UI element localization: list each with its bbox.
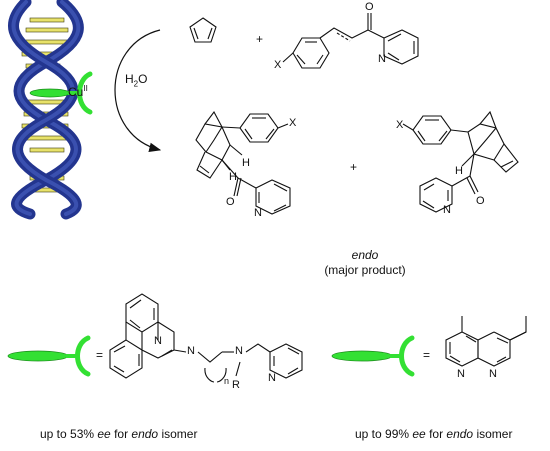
product2-O: O: [476, 195, 485, 207]
reactant-X: X: [274, 59, 282, 71]
reaction-arrow: [114, 29, 162, 153]
right-equals: =: [423, 348, 431, 362]
right-caption-endo: endo: [446, 427, 474, 441]
R-group: R: [232, 379, 240, 391]
left-caption-endo: endo: [131, 427, 159, 441]
endo-label: endo: [351, 248, 379, 262]
product2-N: N: [443, 204, 451, 216]
plus-products: +: [350, 160, 358, 174]
right-caption-mid: for: [425, 427, 447, 441]
solvent-subscript: 2: [133, 79, 139, 89]
major-product-label: (major product): [324, 263, 406, 277]
product1-H2: H: [229, 171, 237, 183]
plus-reactants: +: [256, 32, 264, 46]
bipyridine-ligand: [445, 316, 527, 367]
enone-reactant: [282, 13, 419, 69]
left-caption-mid: for: [110, 427, 132, 441]
product2-X: X: [396, 119, 404, 131]
bipyridine-N-right: N: [489, 368, 497, 380]
right-caption-suffix: isomer: [473, 427, 513, 441]
ligand-right-symbol: [331, 335, 415, 377]
copper-symbol: Cu: [68, 85, 84, 99]
acridine-N: N: [154, 335, 162, 347]
pyridine-N-left: N: [268, 372, 276, 384]
reactant-N: N: [378, 53, 386, 65]
solvent-label: H2O: [125, 72, 148, 89]
amine-N1: N: [187, 345, 195, 357]
solvent-O: O: [138, 72, 148, 86]
amine-chain: [173, 343, 303, 383]
right-caption: up to 99% ee for endo isomer: [355, 427, 512, 441]
chain-n: n: [224, 376, 230, 386]
amine-N2: N: [235, 345, 243, 357]
left-caption-ee: ee: [97, 427, 111, 441]
left-caption: up to 53% ee for endo isomer: [40, 427, 197, 441]
right-caption-ee: ee: [412, 427, 426, 441]
product1-O: O: [226, 196, 235, 208]
left-caption-suffix: isomer: [158, 427, 198, 441]
left-caption-prefix: up to 53%: [40, 427, 98, 441]
ligand-left-symbol: [7, 335, 91, 377]
copper-label: CuII: [68, 84, 88, 100]
cyclopentadiene: [189, 17, 217, 43]
reactant-O: O: [365, 1, 374, 13]
copper-oxidation-state: II: [83, 84, 88, 93]
right-caption-prefix: up to 99%: [355, 427, 413, 441]
product-endo-left: [195, 110, 291, 215]
product-endo-right: [402, 110, 519, 213]
product1-H1: H: [242, 157, 250, 169]
dna-ligand-green: [29, 71, 93, 115]
left-equals: =: [96, 348, 104, 362]
product1-N: N: [254, 207, 262, 219]
dna-helix: [4, 0, 100, 220]
product1-X: X: [289, 117, 297, 129]
bipyridine-N-left: N: [457, 368, 465, 380]
solvent-H: H: [125, 72, 134, 86]
product2-H: H: [455, 165, 463, 177]
acridine-ligand: [109, 293, 175, 379]
